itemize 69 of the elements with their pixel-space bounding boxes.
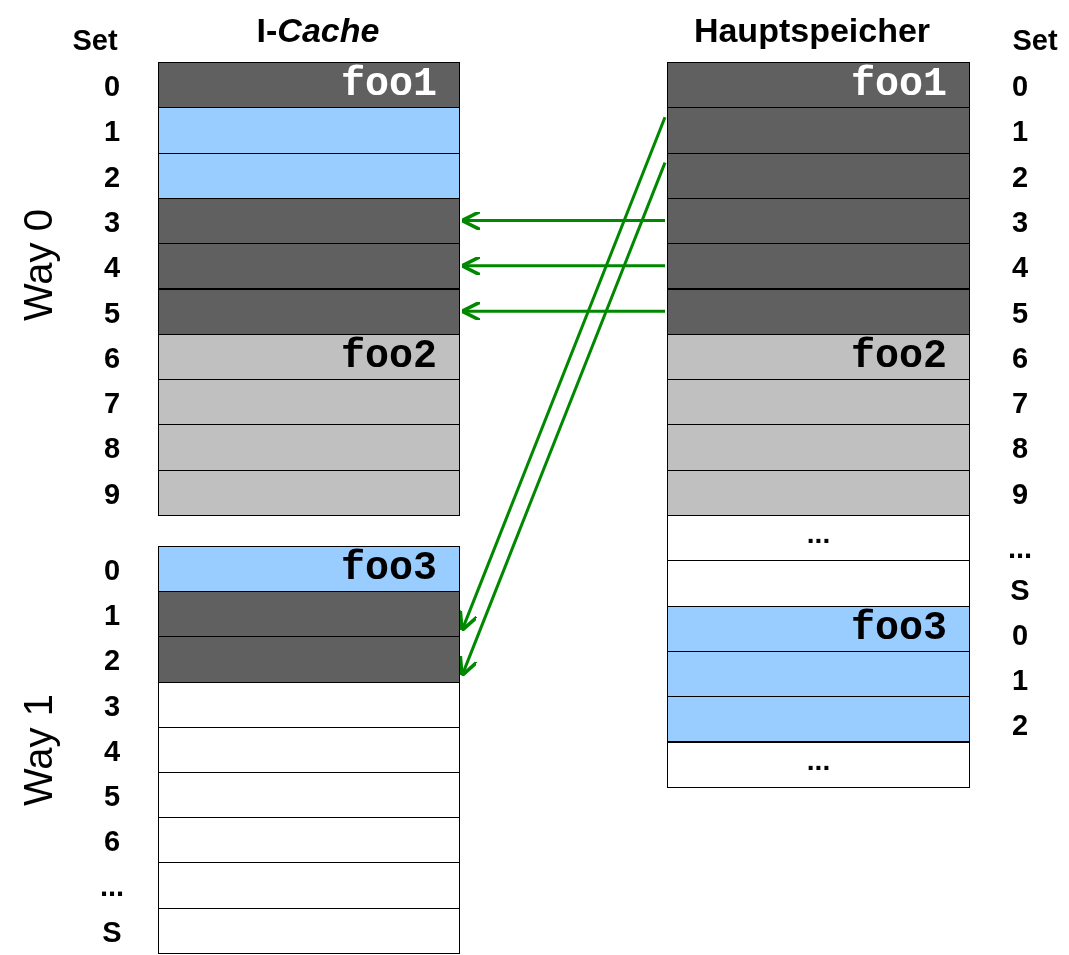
set-number: 5	[103, 781, 121, 811]
memory-block	[667, 243, 970, 290]
memory-block	[667, 379, 970, 426]
set-header: Set	[1012, 25, 1058, 55]
set-number: 9	[1011, 479, 1029, 509]
set-number: 4	[103, 736, 121, 766]
set-number: 4	[103, 252, 121, 282]
memory-block	[667, 333, 970, 381]
memory-block	[667, 696, 970, 743]
set-number: 2	[1011, 162, 1029, 192]
memory-block	[667, 605, 970, 652]
set-number: 1	[1011, 665, 1029, 695]
set-number: 0	[1011, 620, 1029, 650]
way-label: Way 0	[18, 209, 58, 321]
memory-block	[667, 650, 970, 698]
set-number: 0	[103, 555, 121, 585]
set-number: 6	[1011, 343, 1029, 373]
set-number: 0	[103, 71, 121, 101]
set-number: ...	[1007, 533, 1033, 563]
set-number: 6	[103, 826, 121, 856]
block-label: foo1	[341, 63, 437, 107]
set-number: 4	[1011, 252, 1029, 282]
arrow	[460, 209, 665, 232]
memory-block	[667, 62, 970, 109]
set-number: 3	[103, 691, 121, 721]
set-number: 1	[1011, 116, 1029, 146]
set-number: 3	[1011, 207, 1029, 237]
way-label: Way 1	[18, 694, 58, 806]
set-number: 5	[103, 298, 121, 327]
block-label: foo2	[341, 334, 437, 379]
block-label: foo3	[851, 606, 947, 651]
set-number: 7	[103, 388, 121, 418]
arrow	[460, 255, 665, 277]
block-label: foo1	[851, 63, 947, 107]
ellipsis: ...	[806, 517, 831, 551]
set-number: 6	[103, 343, 121, 373]
set-number: 2	[1011, 710, 1029, 740]
set-number: S	[102, 917, 122, 947]
block-label: foo3	[341, 547, 437, 591]
column-title: I-Cache	[256, 13, 380, 47]
set-number: S	[1010, 575, 1030, 605]
set-number: 5	[1011, 298, 1029, 327]
set-header: Set	[72, 25, 118, 55]
memory-block	[667, 515, 970, 562]
memory-block	[667, 424, 970, 471]
memory-block	[667, 288, 970, 335]
ellipsis: ...	[806, 743, 831, 778]
memory-block	[667, 152, 970, 199]
set-number: ...	[99, 871, 125, 901]
column-title: Hauptspeicher	[693, 13, 931, 47]
set-number: 1	[103, 600, 121, 630]
set-number: 9	[103, 479, 121, 509]
arrow	[460, 300, 665, 322]
set-number: 3	[103, 207, 121, 237]
memory-block	[667, 107, 970, 154]
arrow	[458, 116, 667, 633]
set-number: 7	[1011, 388, 1029, 418]
set-number: 0	[1011, 71, 1029, 101]
memory-block	[667, 469, 970, 516]
memory-block	[667, 560, 970, 607]
memory-block	[667, 197, 970, 245]
set-number: 2	[103, 162, 121, 192]
arrow	[458, 162, 667, 678]
set-number: 8	[1011, 433, 1029, 463]
memory-block	[667, 741, 970, 788]
set-number: 1	[103, 116, 121, 146]
set-number: 2	[103, 645, 121, 675]
set-number: 8	[103, 433, 121, 463]
block-label: foo2	[851, 334, 947, 379]
